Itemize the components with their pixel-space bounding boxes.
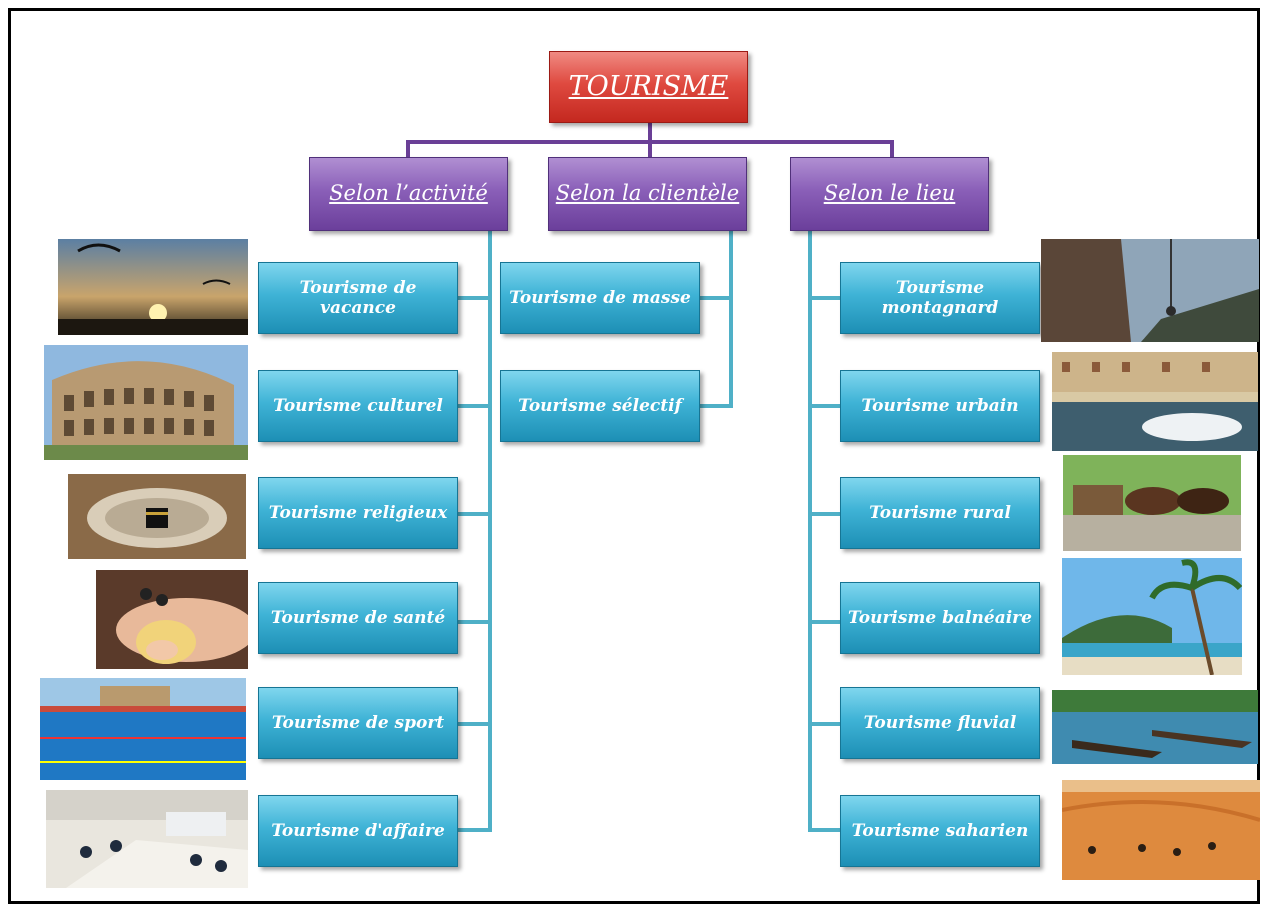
kaaba-pilgrimage-photo bbox=[68, 474, 246, 559]
connector-clientele-spine bbox=[700, 230, 733, 408]
connector-activity-spine bbox=[458, 230, 492, 832]
leaf-tourisme-culturel: Tourisme culturel bbox=[258, 370, 458, 442]
category-activite: Selon l’activité bbox=[309, 157, 508, 231]
leaf-tourisme-balneaire: Tourisme balnéaire bbox=[840, 582, 1040, 654]
leaf-tourisme-vacance: Tourisme de vacance bbox=[258, 262, 458, 334]
leaf-tourisme-saharien: Tourisme saharien bbox=[840, 795, 1040, 867]
leaf-tourisme-urbain: Tourisme urbain bbox=[840, 370, 1040, 442]
leaf-tourisme-rural: Tourisme rural bbox=[840, 477, 1040, 549]
leaf-tourisme-sante: Tourisme de santé bbox=[258, 582, 458, 654]
river-canoes-photo bbox=[1052, 690, 1258, 764]
colosseum-photo bbox=[44, 345, 248, 460]
root-node: TOURISME bbox=[549, 51, 748, 123]
leaf-tourisme-masse: Tourisme de masse bbox=[500, 262, 700, 334]
leaf-tourisme-affaire: Tourisme d'affaire bbox=[258, 795, 458, 867]
leaf-tourisme-montagnard: Tourisme montagnard bbox=[840, 262, 1040, 334]
city-canal-photo bbox=[1052, 352, 1258, 451]
palm-beach-photo bbox=[1062, 558, 1242, 675]
swimming-pool-photo bbox=[40, 678, 246, 780]
mountain-climber-photo bbox=[1041, 239, 1259, 342]
leaf-tourisme-sport: Tourisme de sport bbox=[258, 687, 458, 759]
spa-massage-photo bbox=[96, 570, 248, 669]
category-lieu: Selon le lieu bbox=[790, 157, 989, 231]
connector-place-spine bbox=[808, 230, 840, 832]
leaf-tourisme-selectif: Tourisme sélectif bbox=[500, 370, 700, 442]
paragliding-sunset-photo bbox=[58, 239, 248, 335]
category-clientele: Selon la clientèle bbox=[548, 157, 747, 231]
leaf-tourisme-religieux: Tourisme religieux bbox=[258, 477, 458, 549]
leaf-tourisme-fluvial: Tourisme fluvial bbox=[840, 687, 1040, 759]
desert-dunes-photo bbox=[1062, 780, 1260, 880]
business-meeting-photo bbox=[46, 790, 248, 888]
horse-cart-photo bbox=[1063, 455, 1241, 551]
